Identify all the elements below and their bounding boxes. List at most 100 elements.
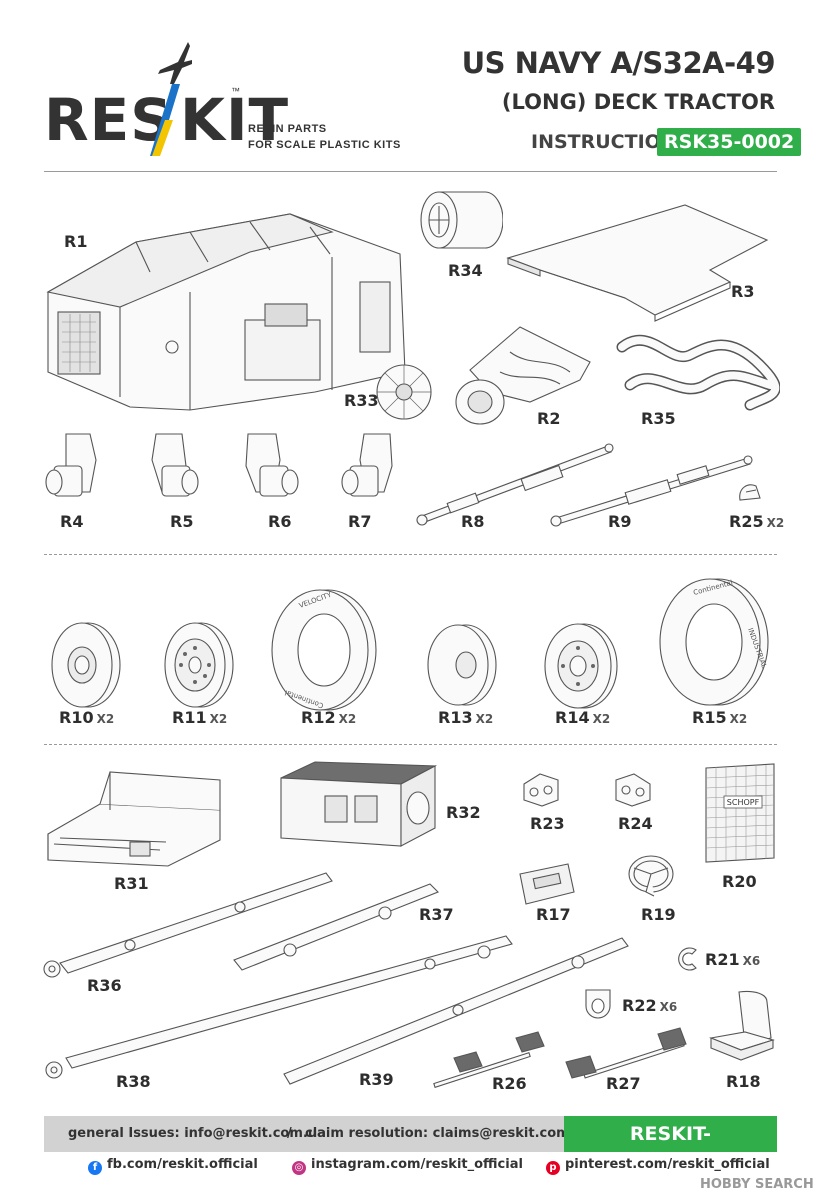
part-r4-bracket-art: [45, 433, 97, 497]
part-r24-bracket-art: [615, 773, 651, 807]
pinterest-link[interactable]: p pinterest.com/reskit_official: [546, 1156, 770, 1175]
part-r39-beam-art: [283, 937, 629, 1085]
part-r1-chassis-art: [46, 213, 406, 411]
part-r35-label: R35: [641, 409, 676, 428]
tagline-1: RESIN PARTS: [248, 123, 327, 135]
facebook-icon: f: [88, 1161, 102, 1175]
part-r37-label: R37: [419, 905, 454, 924]
part-r6-label: R6: [268, 512, 292, 531]
part-r38-label: R38: [116, 1072, 151, 1091]
part-r14-wheel-art: [544, 623, 618, 709]
part-r9-label: R9: [608, 512, 632, 531]
part-r20-label: R20: [722, 872, 757, 891]
part-r6-bracket-art: [245, 433, 299, 497]
part-r12-tire-art: VELOCITY Continental: [271, 589, 377, 711]
part-r33-fan-art: [376, 364, 432, 420]
section-divider-2: [44, 744, 777, 745]
footer-general-issues[interactable]: general Issues: info@reskit.com.ua: [68, 1126, 326, 1141]
part-r31-frame-art: [47, 771, 221, 867]
footer-separator: /: [287, 1126, 292, 1141]
part-r38-beam-art: [45, 935, 513, 1079]
part-r26-pedal-art: [433, 1031, 545, 1088]
pinterest-text: pinterest.com/reskit_official: [565, 1157, 770, 1172]
footer-claim-resolution[interactable]: claim resolution: claims@reskit.com.ua: [305, 1126, 593, 1141]
part-r8-label: R8: [461, 512, 485, 531]
part-r35-hose-art: [616, 334, 780, 411]
part-r32-label: R32: [446, 803, 481, 822]
part-r32-box-art: [280, 761, 438, 847]
part-r33-label: R33: [344, 391, 379, 410]
website-link[interactable]: RESKIT-MODELS.COM: [564, 1116, 777, 1181]
part-r5-bracket-art: [151, 433, 199, 497]
part-r34-art: [420, 191, 503, 249]
part-r17-plate-art: [519, 863, 575, 905]
kit-code-badge: RSK35-0002: [657, 128, 802, 156]
hobby-search-watermark: HOBBY SEARCH: [700, 1177, 814, 1192]
part-r22-clip-art: [585, 989, 611, 1019]
part-r18-label: R18: [726, 1072, 761, 1091]
part-r9-rod-art: [550, 455, 753, 527]
part-r37-beam-art: [233, 883, 439, 971]
page-subtitle: (LONG) DECK TRACTOR: [501, 90, 775, 114]
logo-res: RES: [44, 86, 174, 154]
part-r31-label: R31: [114, 874, 149, 893]
part-r18-seat-art: [709, 990, 775, 1061]
part-r36-beam-art: [43, 872, 333, 978]
part-r2-label: R2: [537, 409, 561, 428]
logo-trademark: ™: [231, 86, 240, 96]
part-r5-label: R5: [170, 512, 194, 531]
part-r20-panel-art: SCHOPF: [705, 763, 775, 863]
instruction-label: INSTRUCTION: [531, 131, 677, 153]
r20-panel-text: SCHOPF: [727, 798, 760, 807]
jet-logo-icon: [158, 42, 192, 84]
part-r39-label: R39: [359, 1070, 394, 1089]
part-r36-label: R36: [87, 976, 122, 995]
part-r23-label: R23: [530, 814, 565, 833]
section-divider-1: [44, 554, 777, 555]
part-r19-label: R19: [641, 905, 676, 924]
header: RES KIT ™ RESIN PARTS FOR SCALE PLASTIC …: [0, 0, 821, 175]
part-r3-label: R3: [731, 282, 755, 301]
part-r23-bracket-art: [523, 773, 559, 807]
part-r3-plate-art: [506, 204, 769, 322]
logo-kit: KIT: [180, 86, 290, 154]
part-r7-bracket-art: [341, 433, 393, 497]
part-r19-steering-wheel-art: [628, 855, 674, 897]
part-r34-label: R34: [448, 261, 483, 280]
part-r8-rod-art: [416, 443, 614, 526]
part-r1-label: R1: [64, 232, 88, 251]
instagram-icon: ◎: [292, 1161, 306, 1175]
part-r15-tire-art: Continental INDUSTRIAL: [659, 578, 769, 706]
part-r21-clip-art: [678, 947, 697, 971]
part-r13-wheel-art: [427, 624, 497, 706]
part-r26-label: R26: [492, 1074, 527, 1093]
pinterest-icon: p: [546, 1161, 560, 1175]
instagram-link[interactable]: ◎ instagram.com/reskit_official: [292, 1156, 523, 1175]
facebook-link[interactable]: f fb.com/reskit.official: [88, 1156, 258, 1175]
part-r27-label: R27: [606, 1074, 641, 1093]
instagram-text: instagram.com/reskit_official: [311, 1157, 523, 1172]
tagline-2: FOR SCALE PLASTIC KITS: [248, 139, 401, 151]
facebook-text: fb.com/reskit.official: [107, 1157, 258, 1172]
part-r25-clip-art: [739, 484, 761, 501]
part-r11-wheel-art: [164, 622, 234, 708]
part-r17-label: R17: [536, 905, 571, 924]
part-r24-label: R24: [618, 814, 653, 833]
part-r7-label: R7: [348, 512, 372, 531]
page-title: US NAVY A/S32A-49: [461, 46, 776, 80]
part-r10-wheel-art: [51, 622, 121, 708]
logo-slash-icon: [150, 84, 180, 156]
part-r2-engine-art: [455, 326, 591, 425]
header-divider: [44, 171, 777, 172]
footer-bar: [44, 1116, 564, 1152]
part-r27-pedal-art: [565, 1027, 687, 1079]
